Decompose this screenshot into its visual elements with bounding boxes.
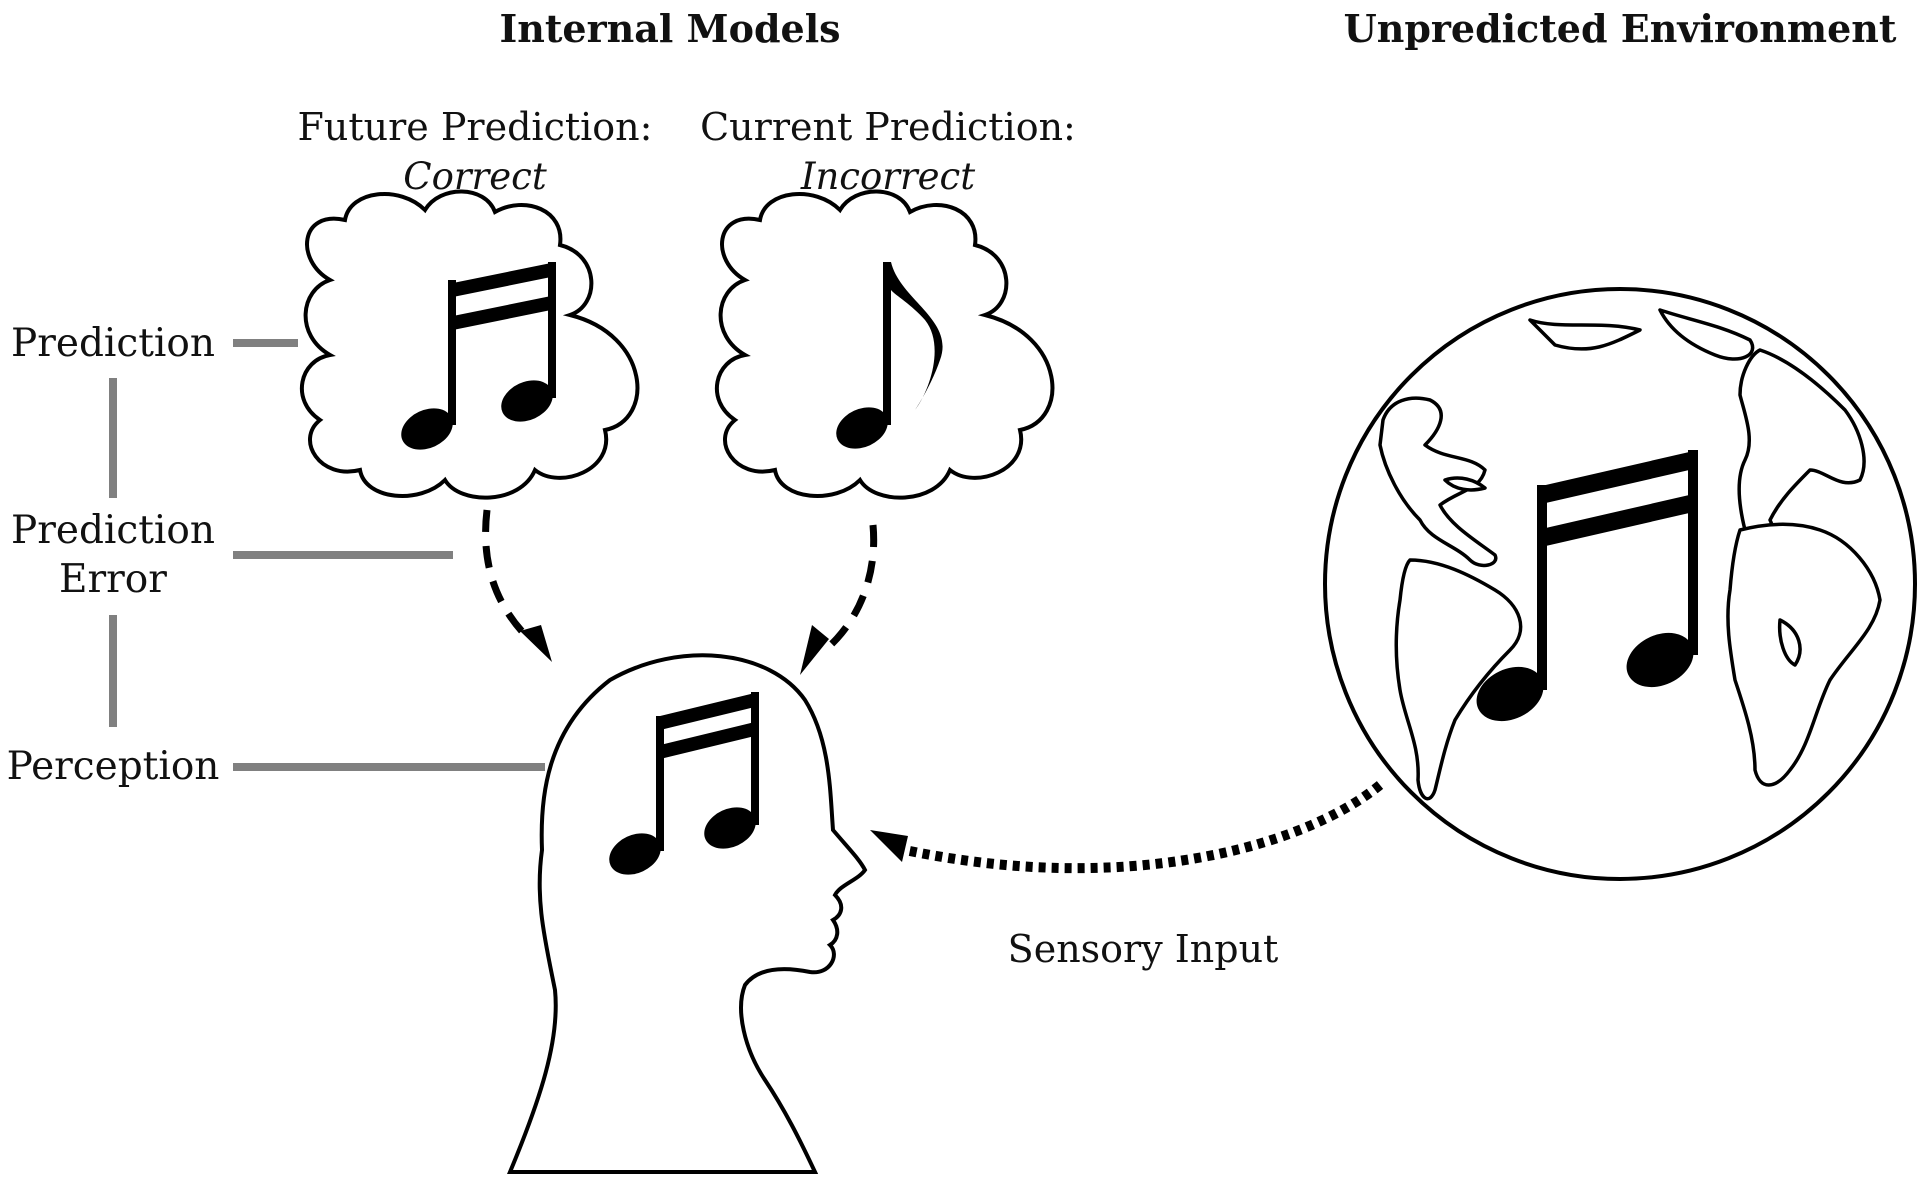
current-prediction-cloud [715, 189, 1055, 500]
level-label-prediction: Prediction [11, 321, 215, 366]
future-prediction-arrow [482, 509, 552, 662]
sensory-input-label: Sensory Input [1008, 927, 1279, 971]
perceived-note-icon [609, 692, 759, 875]
eighth-note-icon [836, 262, 943, 449]
globe-note-icon [1476, 450, 1698, 722]
globe [1323, 287, 1917, 881]
globe-landmasses [1378, 308, 1882, 801]
head-silhouette [507, 653, 868, 1174]
sensory-input-arrow [870, 781, 1384, 874]
future-prediction-label: Future Prediction: [298, 105, 653, 149]
unpredicted-environment-heading: Unpredicted Environment [1344, 6, 1897, 51]
current-prediction-label: Current Prediction: [700, 105, 1076, 149]
level-label-prediction-error-line1: Prediction [11, 508, 215, 553]
sixteenth-note-pair-icon [401, 262, 556, 450]
future-prediction-status: Correct [403, 155, 547, 198]
level-label-prediction-error-line2: Error [59, 557, 167, 602]
internal-models-heading: Internal Models [499, 6, 840, 51]
future-prediction-cloud [300, 189, 640, 500]
current-prediction-arrow [800, 524, 878, 675]
level-bracket [109, 339, 545, 771]
level-label-perception: Perception [7, 744, 220, 789]
current-prediction-status: Incorrect [800, 155, 975, 198]
